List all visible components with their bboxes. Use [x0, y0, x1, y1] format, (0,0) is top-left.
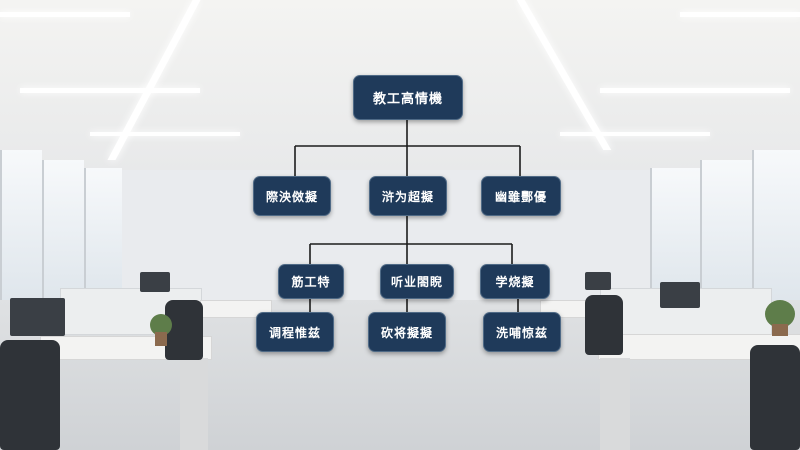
window	[42, 160, 84, 300]
ceiling-light	[680, 12, 800, 17]
office-chair	[585, 295, 623, 355]
org-node-level4-right: 洗哺惊兹	[483, 312, 561, 352]
org-node-level2-center: 浒为超擬	[369, 176, 447, 216]
window	[752, 150, 800, 300]
office-chair	[165, 300, 203, 360]
org-node-root: 教工高情機	[353, 75, 463, 120]
desk-leg	[180, 358, 208, 450]
org-node-level2-right: 幽雖酆優	[481, 176, 561, 216]
org-node-level2-left: 際泱傚擬	[253, 176, 331, 216]
monitor	[585, 272, 611, 290]
desk-leg	[600, 358, 630, 450]
ceiling-light	[0, 12, 130, 17]
monitor	[660, 282, 700, 308]
office-chair	[0, 340, 60, 450]
org-node-level4-left: 调程惟兹	[256, 312, 334, 352]
window	[700, 160, 752, 300]
potted-plant	[150, 314, 172, 336]
plant-pot	[772, 324, 788, 336]
org-node-level3-center: 听业閤睨	[380, 264, 454, 299]
ceiling-light	[90, 132, 240, 136]
potted-plant	[765, 300, 795, 328]
org-node-level4-center: 砍将擬擬	[368, 312, 446, 352]
ceiling-light	[600, 88, 790, 93]
plant-pot	[155, 332, 167, 346]
monitor	[10, 298, 65, 336]
ceiling-light	[20, 88, 200, 93]
window	[0, 150, 42, 300]
window	[84, 168, 122, 298]
window	[650, 168, 700, 298]
org-node-level3-right: 学烧擬	[480, 264, 550, 299]
org-node-level3-left: 筋工特	[278, 264, 344, 299]
monitor	[140, 272, 170, 292]
office-chair	[750, 345, 800, 450]
ceiling-light	[560, 132, 710, 136]
